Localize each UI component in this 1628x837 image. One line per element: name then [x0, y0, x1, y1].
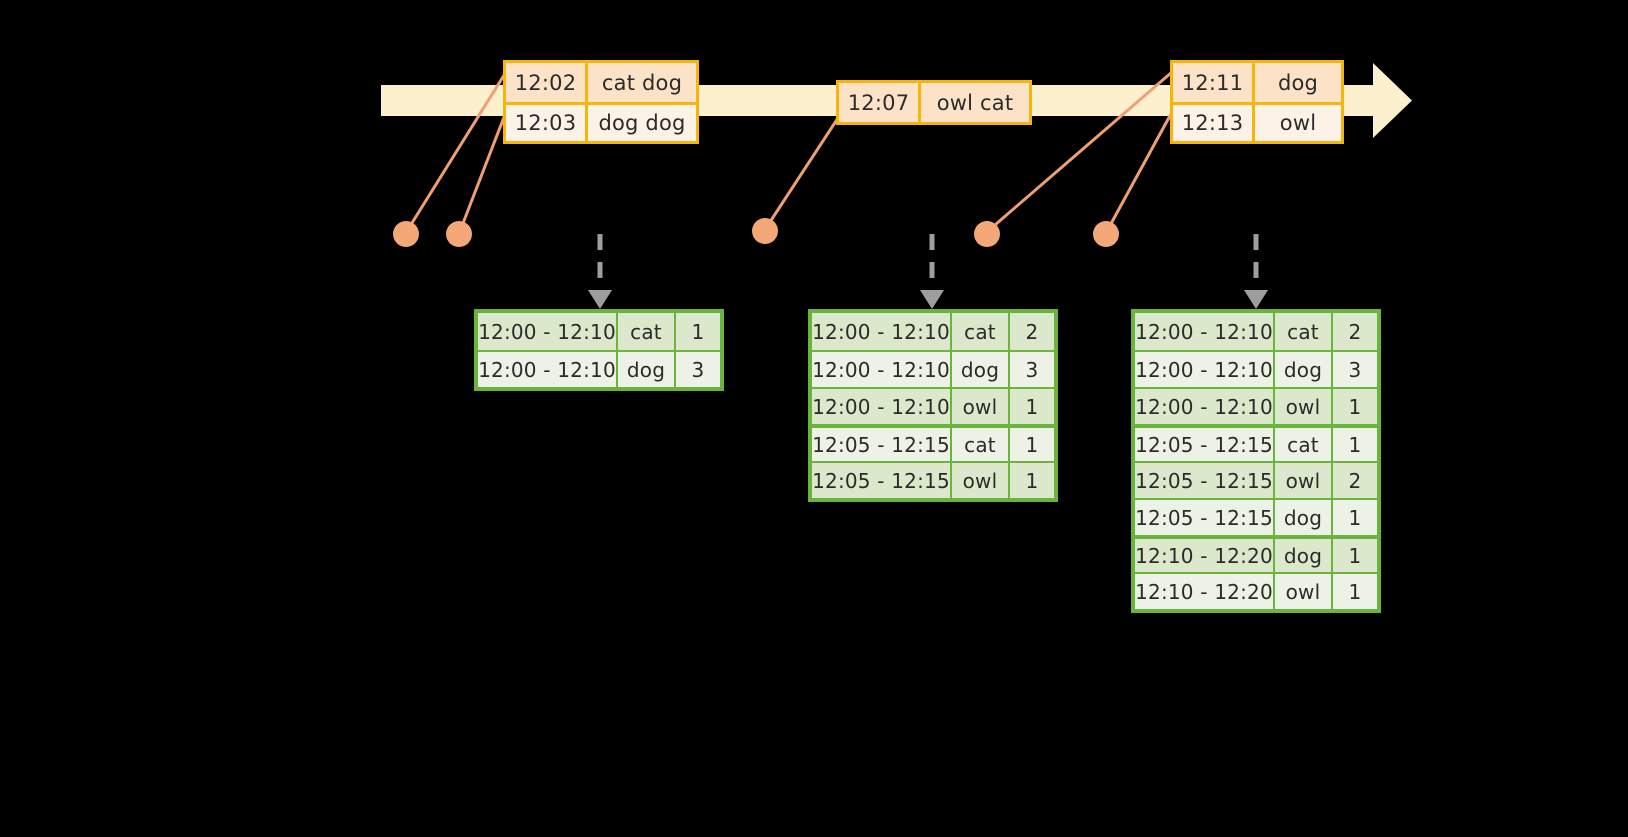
table-row: 12:00 - 12:10 dog 3	[478, 350, 720, 387]
table-row: 12:00 - 12:10 owl 1	[812, 387, 1054, 424]
connector-1213	[1105, 110, 1174, 233]
cell-word: dog	[1275, 500, 1333, 535]
cell-window: 12:00 - 12:10	[478, 352, 618, 387]
emit-arrow-1	[588, 234, 612, 309]
emit-arrows	[588, 234, 1268, 309]
cell-count: 3	[676, 352, 720, 387]
event-marker-1213-dot	[1093, 221, 1119, 247]
cell-window: 12:05 - 12:15	[812, 463, 952, 498]
cell-word: owl	[952, 463, 1010, 498]
cell-word: owl	[1275, 574, 1333, 609]
table-row: 12:00 - 12:10 dog 3	[1135, 350, 1377, 387]
event-words: cat dog	[588, 63, 696, 102]
result-table-2: 12:00 - 12:10 cat 2 12:00 - 12:10 dog 3 …	[808, 309, 1058, 502]
cell-word: dog	[952, 352, 1010, 387]
event-marker-1211-dot	[974, 221, 1000, 247]
table-row: 12:05 - 12:15 cat 1	[1135, 424, 1377, 461]
event-row: 12:03 dog dog	[506, 102, 696, 141]
table-row: 12:00 - 12:10 cat 2	[812, 313, 1054, 350]
emit-arrow-3	[1244, 234, 1268, 309]
table-row: 12:10 - 12:20 owl 1	[1135, 572, 1377, 609]
cell-window: 12:05 - 12:15	[1135, 428, 1275, 461]
table-row: 12:05 - 12:15 owl 2	[1135, 461, 1377, 498]
cell-window: 12:00 - 12:10	[1135, 352, 1275, 387]
event-row: 12:07 owl cat	[839, 83, 1029, 122]
cell-word: dog	[1275, 352, 1333, 387]
cell-count: 2	[1333, 313, 1377, 350]
table-row: 12:00 - 12:10 dog 3	[812, 350, 1054, 387]
event-marker-1202-dot	[393, 221, 419, 247]
cell-word: cat	[952, 428, 1010, 461]
event-row: 12:11 dog	[1173, 63, 1341, 102]
event-marker-1207-dot	[752, 218, 778, 244]
cell-window: 12:00 - 12:10	[1135, 389, 1275, 424]
cell-count: 2	[1010, 313, 1054, 350]
cell-count: 1	[676, 313, 720, 350]
result-table-3: 12:00 - 12:10 cat 2 12:00 - 12:10 dog 3 …	[1131, 309, 1381, 613]
table-row: 12:05 - 12:15 cat 1	[812, 424, 1054, 461]
connector-1203	[458, 110, 508, 233]
table-row: 12:00 - 12:10 cat 1	[478, 313, 720, 350]
cell-word: cat	[618, 313, 676, 350]
event-time: 12:03	[506, 105, 588, 141]
cell-word: dog	[1275, 539, 1333, 572]
event-markers	[393, 218, 1119, 247]
cell-count: 1	[1333, 428, 1377, 461]
cell-word: owl	[952, 389, 1010, 424]
cell-count: 1	[1333, 574, 1377, 609]
cell-window: 12:00 - 12:10	[478, 313, 618, 350]
cell-count: 3	[1010, 352, 1054, 387]
table-row: 12:00 - 12:10 cat 2	[1135, 313, 1377, 350]
result-table-1: 12:00 - 12:10 cat 1 12:00 - 12:10 dog 3	[474, 309, 724, 391]
event-words: owl cat	[921, 83, 1029, 122]
cell-window: 12:00 - 12:10	[812, 352, 952, 387]
cell-window: 12:05 - 12:15	[812, 428, 952, 461]
cell-window: 12:05 - 12:15	[1135, 500, 1275, 535]
event-row: 12:02 cat dog	[506, 63, 696, 102]
cell-count: 2	[1333, 463, 1377, 498]
cell-word: cat	[952, 313, 1010, 350]
table-row: 12:05 - 12:15 dog 1	[1135, 498, 1377, 535]
event-words: owl	[1255, 105, 1341, 141]
cell-count: 1	[1333, 389, 1377, 424]
cell-word: owl	[1275, 389, 1333, 424]
connector-1207	[764, 116, 840, 230]
cell-window: 12:10 - 12:20	[1135, 574, 1275, 609]
event-group-1: 12:02 cat dog 12:03 dog dog	[503, 60, 699, 144]
cell-word: owl	[1275, 463, 1333, 498]
event-time: 12:02	[506, 63, 588, 102]
cell-count: 3	[1333, 352, 1377, 387]
cell-count: 1	[1333, 539, 1377, 572]
table-row: 12:00 - 12:10 owl 1	[1135, 387, 1377, 424]
cell-word: cat	[1275, 313, 1333, 350]
cell-count: 1	[1333, 500, 1377, 535]
table-row: 12:10 - 12:20 dog 1	[1135, 535, 1377, 572]
cell-count: 1	[1010, 463, 1054, 498]
emit-arrow-2	[920, 234, 944, 309]
event-marker-1203-dot	[446, 221, 472, 247]
cell-count: 1	[1010, 389, 1054, 424]
event-connectors	[405, 70, 1174, 233]
event-time: 12:07	[839, 83, 921, 122]
event-words: dog	[1255, 63, 1341, 102]
table-row: 12:05 - 12:15 owl 1	[812, 461, 1054, 498]
cell-window: 12:00 - 12:10	[812, 313, 952, 350]
connector-1202	[405, 70, 508, 233]
cell-word: cat	[1275, 428, 1333, 461]
event-row: 12:13 owl	[1173, 102, 1341, 141]
connector-1211	[986, 70, 1174, 233]
event-time: 12:11	[1173, 63, 1255, 102]
event-words: dog dog	[588, 105, 696, 141]
cell-word: dog	[618, 352, 676, 387]
cell-window: 12:10 - 12:20	[1135, 539, 1275, 572]
cell-window: 12:00 - 12:10	[812, 389, 952, 424]
cell-count: 1	[1010, 428, 1054, 461]
event-time: 12:13	[1173, 105, 1255, 141]
cell-window: 12:05 - 12:15	[1135, 463, 1275, 498]
event-group-2: 12:07 owl cat	[836, 80, 1032, 125]
event-group-3: 12:11 dog 12:13 owl	[1170, 60, 1344, 144]
cell-window: 12:00 - 12:10	[1135, 313, 1275, 350]
